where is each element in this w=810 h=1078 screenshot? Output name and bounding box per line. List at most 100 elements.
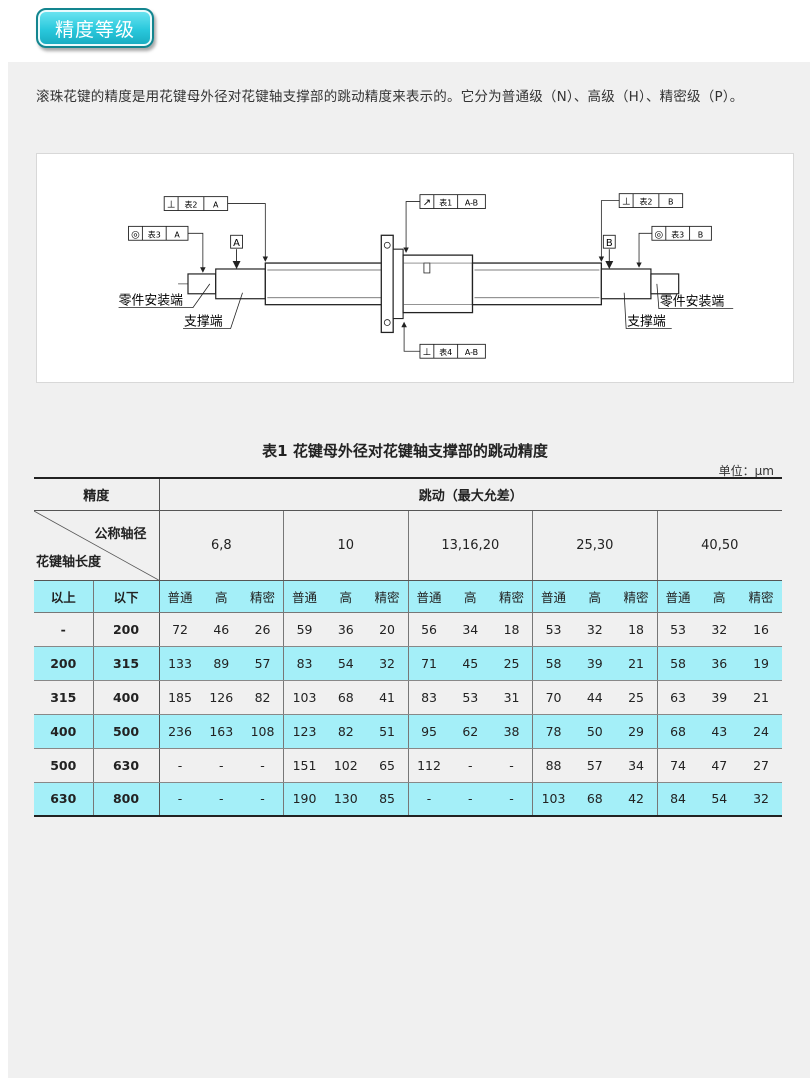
header-runout: 跳动（最大允差） bbox=[159, 477, 782, 511]
grade-header: 高 bbox=[200, 580, 243, 613]
runout-value-cell: 133 bbox=[159, 646, 201, 681]
gdt-frame-perp-right: ⊥ 表2 B bbox=[598, 193, 684, 262]
runout-value-cell: 43 bbox=[698, 714, 741, 749]
runout-value-cell: 236 bbox=[159, 714, 201, 749]
length-under-cell: 500 bbox=[93, 714, 160, 749]
svg-text:表3: 表3 bbox=[671, 229, 684, 239]
length-over-cell: - bbox=[34, 612, 94, 647]
runout-value-cell: - bbox=[491, 748, 534, 783]
grade-header: 高 bbox=[574, 580, 616, 613]
runout-value-cell: 32 bbox=[366, 646, 409, 681]
datum-b-label: B bbox=[606, 238, 613, 249]
unit-label: 单位：μm bbox=[718, 464, 774, 478]
runout-value-cell: - bbox=[200, 748, 243, 783]
runout-value-cell: 16 bbox=[740, 612, 782, 647]
runout-value-cell: 53 bbox=[532, 612, 575, 647]
grade-header: 精密 bbox=[740, 580, 782, 613]
right-support-journal bbox=[600, 268, 652, 300]
datum-b-box bbox=[602, 234, 616, 249]
section-title: 精度等级 bbox=[54, 18, 135, 41]
svg-text:⊥: ⊥ bbox=[622, 197, 631, 208]
runout-value-cell: 34 bbox=[449, 612, 492, 647]
runout-value-cell: 29 bbox=[615, 714, 658, 749]
runout-value-cell: 31 bbox=[491, 680, 534, 715]
runout-value-cell: 41 bbox=[366, 680, 409, 715]
section-title-tab: 精度等级 bbox=[36, 8, 154, 48]
length-under-cell: 200 bbox=[93, 612, 160, 647]
runout-value-cell: 112 bbox=[408, 748, 450, 783]
length-under-cell: 800 bbox=[93, 782, 160, 817]
gdt-frame-runout: ↗ 表1 A-B bbox=[403, 194, 486, 253]
gdt-frame-conc-left: ◎ 表3 A bbox=[128, 225, 206, 273]
runout-value-cell: 46 bbox=[200, 612, 243, 647]
right-end-journal bbox=[650, 273, 680, 295]
runout-value-cell: 68 bbox=[657, 714, 699, 749]
svg-text:B: B bbox=[668, 198, 673, 207]
left-end-journal bbox=[187, 273, 217, 295]
grade-header: 精密 bbox=[366, 580, 409, 613]
runout-value-cell: - bbox=[449, 748, 492, 783]
grade-header: 精密 bbox=[615, 580, 658, 613]
runout-value-cell: 53 bbox=[449, 680, 492, 715]
grade-header: 普通 bbox=[283, 580, 326, 613]
diag-label-length: 花键轴长度 bbox=[36, 554, 102, 570]
runout-value-cell: 130 bbox=[325, 782, 367, 817]
runout-value-cell: 54 bbox=[325, 646, 367, 681]
svg-text:↗: ↗ bbox=[423, 198, 431, 209]
runout-value-cell: 57 bbox=[242, 646, 285, 681]
runout-value-cell: 27 bbox=[740, 748, 782, 783]
grade-header: 普通 bbox=[159, 580, 201, 613]
runout-value-cell: 58 bbox=[532, 646, 575, 681]
svg-text:表4: 表4 bbox=[439, 347, 452, 357]
runout-value-cell: 126 bbox=[200, 680, 243, 715]
svg-text:A-B: A-B bbox=[465, 348, 478, 357]
runout-value-cell: 36 bbox=[698, 646, 741, 681]
runout-value-cell: - bbox=[242, 748, 285, 783]
runout-value-cell: 82 bbox=[242, 680, 285, 715]
drawing-svg: A B ⊥ 表2 A ◎ 表3 A bbox=[119, 193, 734, 359]
spline-shaft-left bbox=[264, 262, 385, 306]
runout-value-cell: 71 bbox=[408, 646, 450, 681]
runout-value-cell: 63 bbox=[657, 680, 699, 715]
grade-header: 普通 bbox=[657, 580, 699, 613]
runout-value-cell: - bbox=[449, 782, 492, 817]
svg-text:A-B: A-B bbox=[465, 199, 478, 208]
diameter-header: 40,50 bbox=[657, 510, 782, 581]
grade-header: 高 bbox=[449, 580, 492, 613]
runout-value-cell: 103 bbox=[283, 680, 326, 715]
runout-value-cell: 53 bbox=[657, 612, 699, 647]
spline-shaft-right bbox=[471, 262, 603, 306]
grade-header: 精密 bbox=[242, 580, 285, 613]
right-support-end-label: 支撑端 bbox=[627, 314, 666, 329]
svg-text:A: A bbox=[213, 201, 219, 210]
length-over-cell: 500 bbox=[34, 748, 94, 783]
runout-value-cell: 26 bbox=[242, 612, 285, 647]
runout-value-cell: 58 bbox=[657, 646, 699, 681]
datum-a-label: A bbox=[233, 238, 240, 249]
runout-value-cell: - bbox=[491, 782, 534, 817]
gdt-frame-perp-bottom: ⊥ 表4 A-B bbox=[401, 321, 486, 359]
runout-value-cell: 19 bbox=[740, 646, 782, 681]
runout-value-cell: 32 bbox=[698, 612, 741, 647]
length-over-cell: 315 bbox=[34, 680, 94, 715]
runout-value-cell: 72 bbox=[159, 612, 201, 647]
svg-text:表3: 表3 bbox=[148, 229, 161, 239]
runout-value-cell: 151 bbox=[283, 748, 326, 783]
svg-text:◎: ◎ bbox=[655, 229, 664, 240]
runout-value-cell: 39 bbox=[698, 680, 741, 715]
diameter-header: 10 bbox=[283, 510, 409, 581]
runout-value-cell: 34 bbox=[615, 748, 658, 783]
svg-text:⊥: ⊥ bbox=[167, 200, 176, 211]
runout-value-cell: - bbox=[159, 748, 201, 783]
runout-value-cell: 95 bbox=[408, 714, 450, 749]
runout-value-cell: 50 bbox=[574, 714, 616, 749]
runout-value-cell: 54 bbox=[698, 782, 741, 817]
length-under-cell: 400 bbox=[93, 680, 160, 715]
diameter-header: 25,30 bbox=[532, 510, 658, 581]
runout-value-cell: - bbox=[200, 782, 243, 817]
runout-value-cell: 108 bbox=[242, 714, 285, 749]
